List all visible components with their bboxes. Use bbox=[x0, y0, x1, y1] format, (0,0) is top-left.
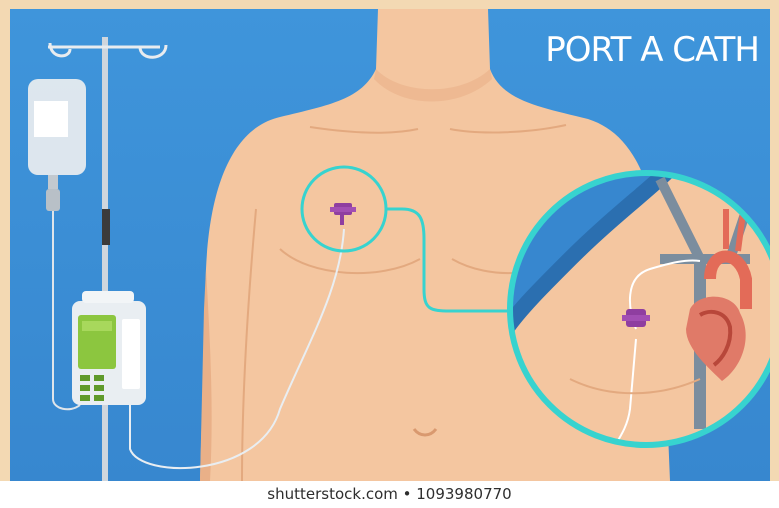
stock-caption: shutterstock.com • 1093980770 bbox=[0, 485, 779, 503]
port-a-cath-illustration bbox=[10, 9, 770, 481]
infusion-pump-icon bbox=[72, 291, 146, 405]
image-title: PORT A CATH bbox=[545, 30, 759, 70]
